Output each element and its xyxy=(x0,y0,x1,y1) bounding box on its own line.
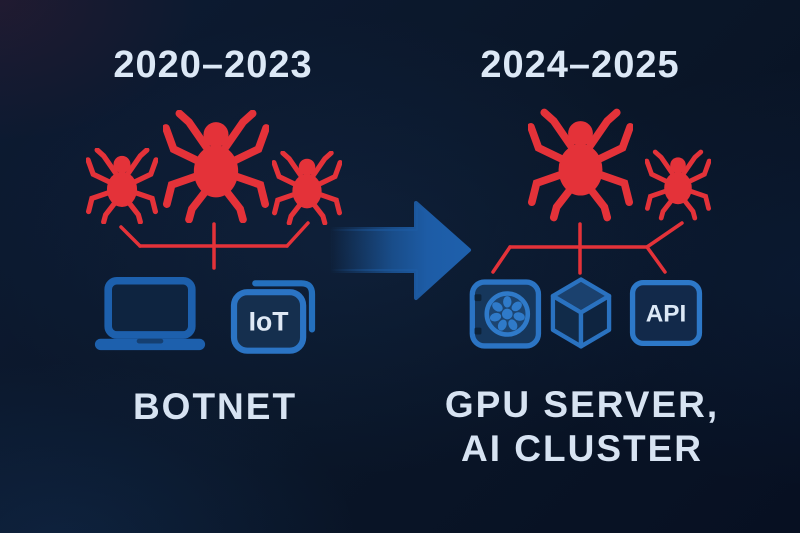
transition-arrow-icon xyxy=(328,201,471,300)
iot-device-icon: IoT xyxy=(230,280,316,354)
period-right-heading: 2024–2025 xyxy=(480,44,680,86)
iot-label: IoT xyxy=(249,306,289,336)
botnet-label: BOTNET xyxy=(132,386,298,427)
gpu-ai-cluster-label: GPU SERVER, AI CLUSTER xyxy=(412,383,752,470)
period-left-heading: 2020–2023 xyxy=(113,44,313,86)
laptop-icon xyxy=(94,276,206,351)
gpu-ai-cluster-label-line1: GPU SERVER, xyxy=(444,384,720,425)
gpu-server-icon xyxy=(469,279,542,349)
api-label: API xyxy=(646,300,687,327)
ai-cluster-cube-icon xyxy=(550,277,612,349)
api-endpoint-icon: API xyxy=(629,279,703,347)
gpu-ai-cluster-label-line2: AI CLUSTER xyxy=(461,427,703,469)
